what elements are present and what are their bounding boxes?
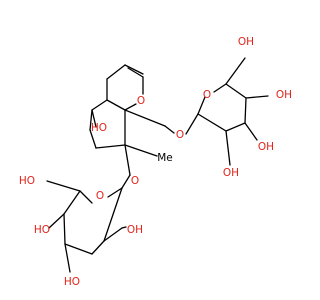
bond	[124, 144, 158, 157]
glucose-lower-oh-c4: HO	[34, 224, 50, 236]
bonds	[46, 57, 269, 273]
bond	[79, 190, 93, 204]
molecule-structure-diagram: O O O OH OH OH OH HO Me O O HO HO HO OH	[19, 36, 292, 288]
glucose-lower-ch2oh-label: HO	[19, 175, 35, 187]
bond	[244, 122, 258, 141]
glucose-lower-ring-oxygen: O	[96, 190, 104, 202]
bond	[91, 99, 108, 111]
bond	[91, 240, 105, 255]
bond	[164, 125, 175, 134]
bond	[106, 99, 126, 111]
bond	[185, 113, 199, 135]
glucose-upper-ch2oh-label: OH	[238, 36, 254, 48]
bond	[103, 187, 123, 242]
bond	[124, 103, 137, 111]
bond	[95, 144, 126, 149]
methyl-label: Me	[157, 152, 173, 164]
bond	[121, 226, 127, 229]
bond	[64, 243, 71, 273]
glycosidic-oxygen-lower: O	[131, 175, 139, 187]
bond	[89, 129, 97, 149]
bond	[197, 96, 206, 115]
bond	[245, 95, 269, 99]
bond	[63, 213, 66, 245]
bond	[89, 109, 93, 131]
ring-oxygen-pyran: O	[137, 95, 145, 107]
glucose-upper-oh-c3: OH	[258, 141, 274, 153]
bond	[225, 57, 246, 85]
bond	[244, 97, 247, 124]
glucose-upper-ring-oxygen: O	[203, 89, 211, 101]
bond	[213, 83, 227, 93]
glycosidic-oxygen-upper: O	[176, 129, 184, 141]
atom-labels: O O O OH OH OH OH HO Me O O HO HO HO OH	[19, 36, 292, 288]
glucose-lower-oh-c2: OH	[127, 224, 143, 236]
bond	[197, 113, 227, 132]
glucose-lower-oh-c3: HO	[64, 276, 80, 288]
bond	[103, 227, 123, 242]
bond	[124, 109, 166, 127]
glucose-upper-oh-c2: OH	[223, 167, 239, 179]
bond	[121, 174, 131, 189]
bond	[46, 180, 81, 192]
bond	[225, 130, 231, 166]
bond	[106, 64, 126, 80]
bond	[124, 144, 131, 176]
bond	[64, 243, 93, 255]
bond	[127, 67, 144, 78]
bond	[107, 187, 123, 198]
bond	[124, 64, 144, 75]
bond	[91, 109, 97, 128]
bond	[63, 190, 81, 215]
glucose-upper-oh-c4: OH	[276, 89, 292, 101]
bond	[48, 213, 65, 229]
bond	[225, 122, 246, 132]
bond	[225, 83, 247, 99]
cyclopentane-oh: HO	[91, 122, 107, 134]
